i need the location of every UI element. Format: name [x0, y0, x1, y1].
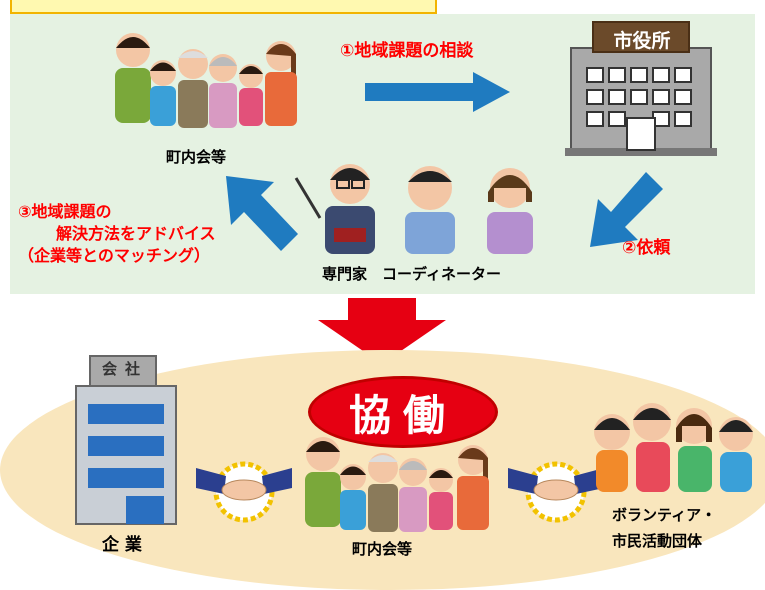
arrow-down-left-icon [590, 172, 663, 247]
volunteer-group-illustration [594, 403, 753, 492]
arrow-up-left-icon [226, 176, 298, 251]
community-label: 町内会等 [166, 148, 227, 166]
coordinator-woman-icon [487, 168, 533, 254]
expert-icon [294, 164, 375, 254]
coordinator-man-icon [405, 166, 455, 254]
person-5-icon [239, 64, 263, 126]
person-1-icon [115, 33, 151, 123]
big-down-arrow-icon [318, 298, 446, 364]
person-4-icon [209, 54, 237, 128]
handshake-right-icon [508, 461, 604, 523]
community-group-illustration [115, 33, 297, 128]
company-label: 企 業 [102, 535, 142, 555]
person-6-icon [265, 41, 297, 126]
community-group-bottom-illustration [305, 437, 489, 532]
experts-label: 専門家 コーディネーター [322, 265, 501, 283]
person-2-icon [150, 60, 176, 126]
step3-label-line3: （企業等とのマッチング） [18, 246, 210, 265]
company-sign: 会社 [101, 360, 148, 378]
city-hall-illustration [565, 21, 717, 156]
header-band [10, 0, 437, 14]
company-building-illustration [75, 355, 177, 525]
volunteer-label-line2: 市民活動団体 [612, 532, 703, 550]
volunteer-label-line1: ボランティア・ [612, 506, 717, 524]
city-hall-sign: 市役所 [613, 30, 671, 52]
handshake-left-icon [196, 461, 292, 523]
arrow-right-icon [365, 72, 510, 112]
person-3-icon [178, 49, 208, 128]
step3-label-line1: ③地域課題の [18, 202, 112, 221]
step1-label: ①地域課題の相談 [340, 41, 474, 61]
step2-label: ②依頼 [622, 238, 671, 258]
experts-illustration [294, 164, 533, 254]
step3-label-line2: 解決方法をアドバイス [56, 224, 216, 243]
collaboration-badge: 協働 [308, 376, 498, 448]
community-bottom-label: 町内会等 [352, 540, 413, 558]
